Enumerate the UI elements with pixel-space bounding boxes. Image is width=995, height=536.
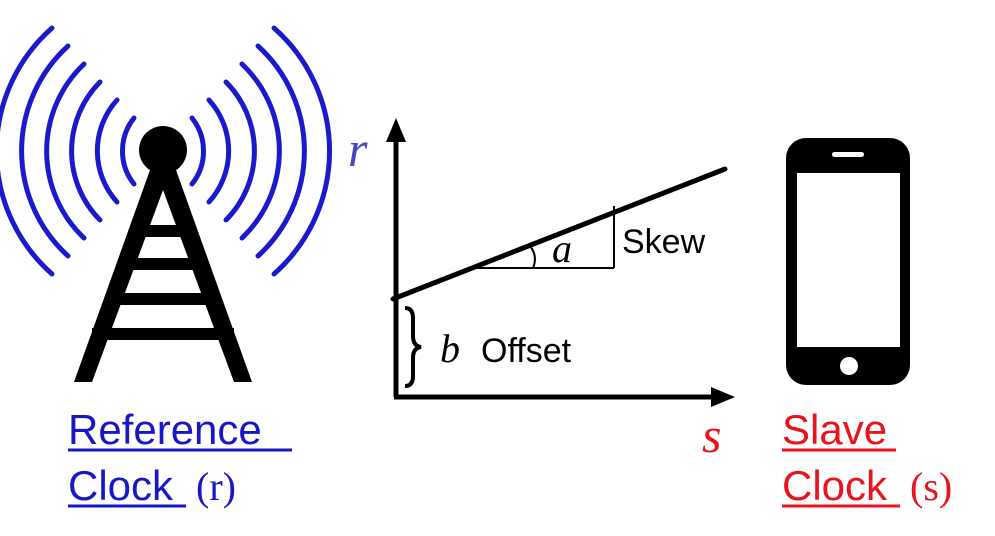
slave-word: Slave	[782, 406, 887, 453]
radio-waves	[0, 25, 332, 277]
y-axis-label: r	[348, 121, 368, 177]
skew-label: Skew	[622, 223, 706, 261]
axes	[393, 140, 715, 400]
clock-word-right: Clock	[782, 462, 888, 509]
y-axis-arrow	[386, 118, 406, 142]
skew-triangle	[474, 206, 615, 269]
slave-symbol: (s)	[910, 464, 952, 509]
reference-clock-label: Reference Clock (r)	[68, 406, 292, 509]
clock-word-left: Clock	[68, 462, 174, 509]
slave-clock-label: Slave Clock (s)	[782, 406, 952, 509]
reference-word: Reference	[68, 406, 262, 453]
tower-structure	[74, 126, 252, 382]
offset-brace	[404, 306, 422, 388]
offset-symbol: b	[440, 326, 460, 371]
angle-label: a	[552, 226, 572, 271]
offset-skew-graph: r s a Skew b Offset	[348, 118, 735, 463]
x-axis-arrow	[711, 387, 735, 407]
x-axis-label: s	[702, 407, 721, 463]
offset-label: Offset	[481, 332, 572, 370]
smartphone-icon	[786, 138, 910, 385]
radio-tower-icon	[0, 25, 332, 382]
clock-relation-line	[390, 166, 728, 302]
reference-symbol: (r)	[196, 464, 236, 509]
